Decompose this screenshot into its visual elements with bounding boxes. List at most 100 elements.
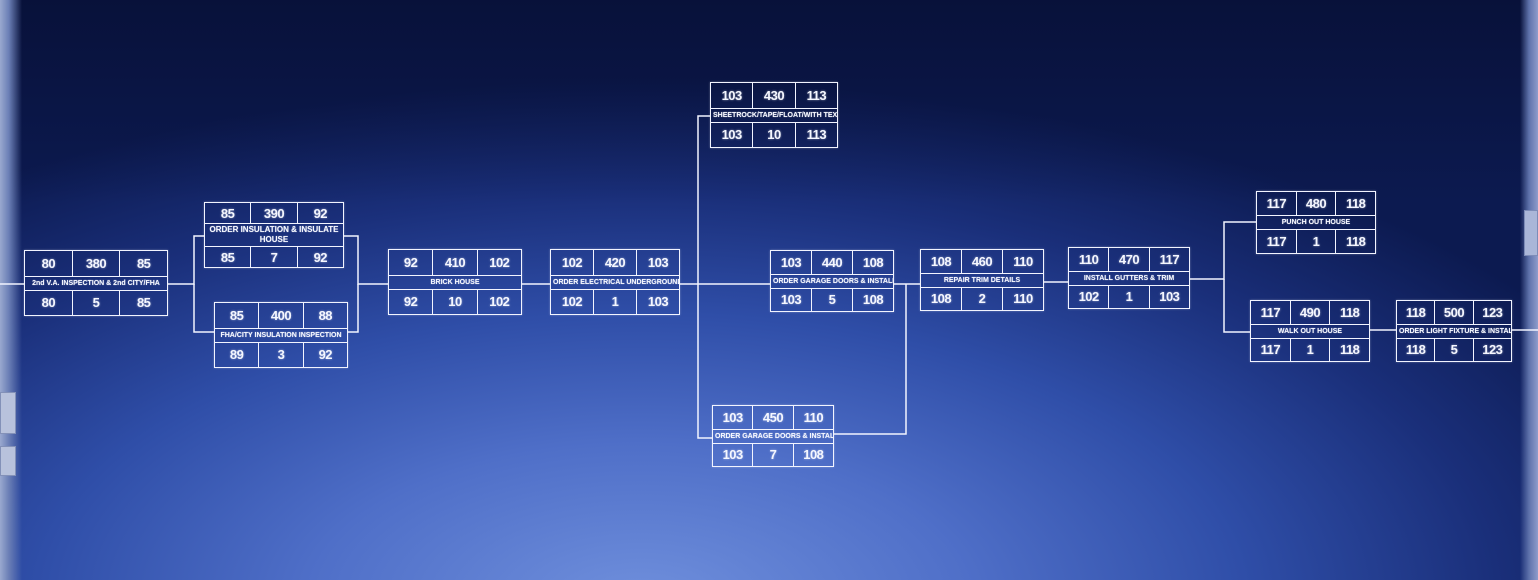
late-finish: 123 — [1482, 342, 1503, 358]
activity-id: 460 — [962, 250, 1003, 273]
node-top-row: 85 400 88 — [215, 303, 347, 328]
early-start: 117 — [1251, 301, 1291, 324]
node-top-row: 118 500 123 — [1397, 301, 1511, 324]
left-edge — [0, 0, 22, 580]
node-bottom-row: 103 10 113 — [711, 122, 837, 147]
late-start: 102 — [1069, 285, 1110, 308]
activity-name: SHEETROCK/TAPE/FLOAT/WITH TEXTURE — [711, 107, 837, 123]
early-start: 85 — [205, 203, 252, 223]
node-top-row: 92 410 102 — [389, 250, 521, 275]
node-top-row: 103 440 108 — [771, 251, 893, 274]
connector — [1190, 221, 1256, 280]
activity-node-460[interactable]: 108 460 110 REPAIR TRIM DETAILS 108 2 11… — [920, 249, 1044, 311]
late-start: 89 — [215, 342, 260, 367]
connector — [697, 115, 710, 284]
activity-id: 430 — [753, 83, 796, 108]
activity-name: ORDER INSULATION & INSULATE HOUSE — [205, 223, 343, 247]
activity-node-390[interactable]: 85 390 92 ORDER INSULATION & INSULATE HO… — [204, 202, 344, 268]
late-start: 118 — [1397, 338, 1436, 361]
node-top-row: 110 470 117 — [1069, 248, 1189, 271]
early-finish: 92 — [313, 205, 328, 221]
node-bottom-row: 118 5 123 — [1397, 338, 1511, 361]
node-top-row: 117 480 118 — [1257, 192, 1375, 215]
node-bottom-row: 108 2 110 — [921, 287, 1043, 310]
late-finish: 92 — [313, 249, 328, 265]
left-edge-tab — [0, 446, 16, 476]
late-start: 103 — [771, 288, 812, 311]
early-finish: 85 — [136, 255, 151, 271]
activity-id: 490 — [1291, 301, 1331, 324]
activity-name: WALK OUT HOUSE — [1251, 323, 1369, 339]
early-start: 103 — [713, 406, 754, 429]
early-finish: 118 — [1339, 304, 1360, 320]
connector — [344, 235, 388, 285]
activity-name: BRICK HOUSE — [389, 274, 521, 290]
early-finish: 88 — [318, 307, 333, 323]
late-start: 80 — [25, 290, 73, 315]
early-start: 118 — [1397, 301, 1436, 324]
right-edge — [1520, 0, 1538, 580]
node-top-row: 85 390 92 — [205, 203, 343, 223]
activity-node-440[interactable]: 103 440 108 ORDER GARAGE DOORS & INSTALL… — [770, 250, 894, 312]
left-edge-tab — [0, 392, 16, 434]
connector — [834, 284, 907, 435]
early-finish: 117 — [1159, 251, 1180, 267]
node-bottom-row: 102 1 103 — [1069, 285, 1189, 308]
activity-node-420[interactable]: 102 420 103 ORDER ELECTRICAL UNDERGROUND… — [550, 249, 680, 315]
late-finish: 108 — [862, 292, 884, 308]
activity-node-400[interactable]: 85 400 88 FHA/CITY INSULATION INSPECTION… — [214, 302, 348, 368]
connector — [168, 235, 204, 285]
activity-name: ORDER ELECTRICAL UNDERGROUND WIRING — [551, 274, 679, 290]
node-top-row: 80 380 85 — [25, 251, 167, 276]
activity-node-470[interactable]: 110 470 117 INSTALL GUTTERS & TRIM 102 1… — [1068, 247, 1190, 309]
activity-id: 440 — [812, 251, 853, 274]
activity-name: PUNCH OUT HOUSE — [1257, 215, 1375, 230]
early-finish: 123 — [1482, 304, 1503, 320]
early-start: 117 — [1257, 192, 1297, 215]
duration: 1 — [1109, 285, 1150, 308]
connector — [1223, 279, 1250, 333]
activity-node-500[interactable]: 118 500 123 ORDER LIGHT FIXTURE & INSTAL… — [1396, 300, 1512, 362]
connector — [348, 284, 359, 333]
early-start: 103 — [711, 83, 754, 108]
late-finish: 92 — [318, 347, 333, 363]
duration: 5 — [73, 290, 121, 315]
activity-node-430[interactable]: 103 430 113 SHEETROCK/TAPE/FLOAT/WITH TE… — [710, 82, 838, 148]
node-top-row: 117 490 118 — [1251, 301, 1369, 324]
activity-node-450[interactable]: 103 450 110 ORDER GARAGE DOORS & INSTALL… — [712, 405, 834, 467]
activity-node-410[interactable]: 92 410 102 BRICK HOUSE 92 10 102 — [388, 249, 522, 315]
node-bottom-row: 117 1 118 — [1257, 230, 1375, 253]
duration: 5 — [1435, 338, 1474, 361]
node-bottom-row: 102 1 103 — [551, 289, 679, 314]
activity-name: FHA/CITY INSULATION INSPECTION — [215, 327, 347, 343]
activity-id: 410 — [433, 250, 478, 275]
duration: 2 — [962, 287, 1003, 310]
activity-id: 390 — [251, 203, 298, 223]
late-start: 117 — [1257, 230, 1297, 253]
late-start: 108 — [921, 287, 962, 310]
activity-node-490[interactable]: 117 490 118 WALK OUT HOUSE 117 1 118 — [1250, 300, 1370, 362]
connector — [697, 284, 712, 439]
activity-name: ORDER GARAGE DOORS & INSTALLED — [713, 428, 833, 444]
duration: 10 — [433, 289, 478, 314]
activity-name: INSTALL GUTTERS & TRIM — [1069, 270, 1189, 286]
late-finish: 113 — [806, 127, 827, 143]
node-bottom-row: 103 7 108 — [713, 443, 833, 466]
early-start: 102 — [551, 250, 594, 275]
late-start: 103 — [713, 443, 754, 466]
node-bottom-row: 80 5 85 — [25, 290, 167, 315]
early-start: 110 — [1069, 248, 1110, 271]
activity-node-480[interactable]: 117 480 118 PUNCH OUT HOUSE 117 1 118 — [1256, 191, 1376, 254]
activity-node-380[interactable]: 80 380 85 2nd V.A. INSPECTION & 2nd CITY… — [24, 250, 168, 316]
activity-name: 2nd V.A. INSPECTION & 2nd CITY/FHA — [25, 275, 167, 291]
late-finish: 118 — [1345, 234, 1366, 249]
early-start: 103 — [771, 251, 812, 274]
late-finish: 85 — [136, 295, 151, 311]
activity-id: 480 — [1297, 192, 1337, 215]
node-top-row: 102 420 103 — [551, 250, 679, 275]
early-finish: 113 — [806, 87, 827, 103]
early-finish: 110 — [803, 409, 824, 425]
node-top-row: 108 460 110 — [921, 250, 1043, 273]
